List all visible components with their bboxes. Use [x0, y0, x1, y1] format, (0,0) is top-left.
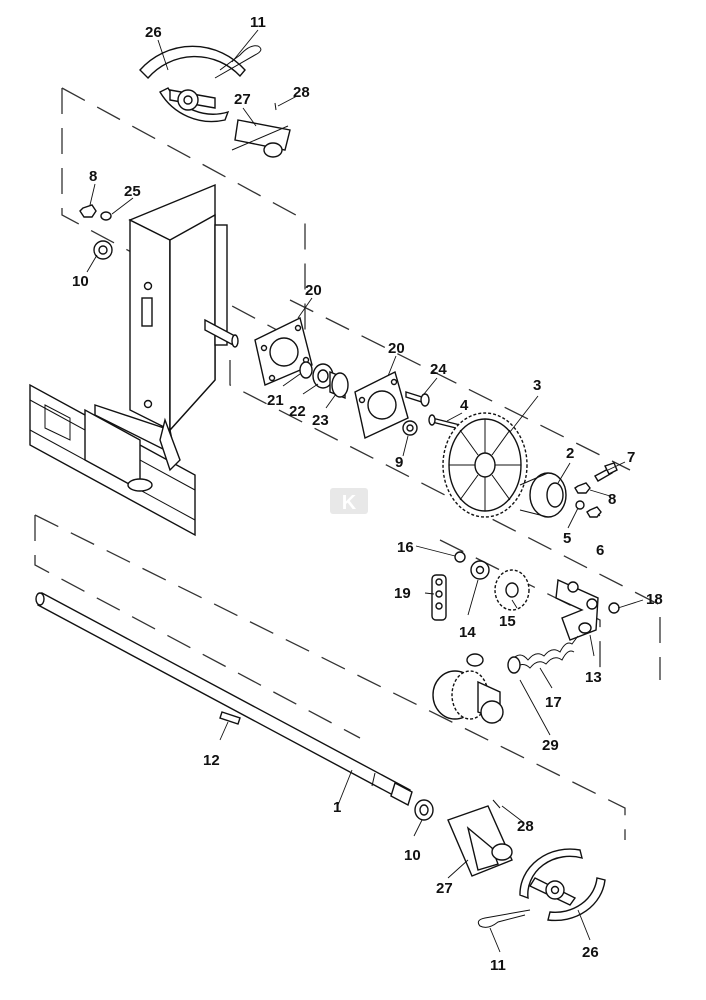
- nut-top: [79, 204, 97, 218]
- callout-20-left: 20: [305, 282, 322, 299]
- callout-1: 1: [333, 799, 341, 816]
- bolt-7: [594, 462, 618, 482]
- washer-9: [402, 420, 418, 436]
- agitator-bottom: [519, 848, 606, 922]
- callout-11-top: 11: [250, 14, 266, 31]
- callout-16: 16: [397, 539, 414, 556]
- upright-bracket: [94, 183, 228, 472]
- callout-9: 9: [395, 454, 403, 471]
- lockwasher-5: [575, 500, 585, 510]
- callout-15: 15: [499, 613, 516, 630]
- bolt-4: [428, 414, 461, 430]
- callout-27-bottom: 27: [436, 880, 453, 897]
- idler-arm-13: [555, 578, 599, 641]
- bushing-lower-27: [447, 805, 513, 877]
- callout-22: 22: [289, 403, 306, 420]
- cotter-pin-lower: [477, 909, 531, 928]
- collar-23: [329, 370, 349, 400]
- callout-8-right: 8: [608, 491, 616, 508]
- callout-12: 12: [203, 752, 220, 769]
- washer-16: [454, 551, 466, 563]
- washer-21: [299, 361, 313, 379]
- callout-29: 29: [542, 737, 559, 754]
- hub-2: [519, 472, 567, 518]
- callout-27-top: 27: [234, 91, 251, 108]
- agitator-top: [139, 45, 246, 123]
- bushing-top: [231, 119, 291, 158]
- alignment-lines: [34, 87, 661, 840]
- bolt-24: [405, 391, 430, 407]
- clutch-coupler: [432, 653, 504, 724]
- callout-25: 25: [124, 183, 141, 200]
- callout-3: 3: [533, 377, 541, 394]
- chain-19: [431, 574, 447, 621]
- sprocket-large: [442, 412, 528, 518]
- callout-13: 13: [585, 669, 602, 686]
- nut-8-right: [574, 482, 591, 494]
- washer-14: [470, 560, 490, 580]
- callout-14: 14: [459, 624, 476, 641]
- cotter-pin-top: [214, 45, 262, 79]
- washer-top: [100, 211, 112, 221]
- callout-17: 17: [545, 694, 562, 711]
- callout-10-top: 10: [72, 273, 89, 290]
- callout-23: 23: [312, 412, 329, 429]
- main-shaft: [35, 591, 413, 807]
- bushing-left: [93, 240, 113, 260]
- callout-28-bottom: 28: [517, 818, 534, 835]
- callout-24: 24: [430, 361, 447, 378]
- nut-6: [586, 506, 602, 518]
- callout-10-bottom: 10: [404, 847, 421, 864]
- watermark-logo: K: [330, 488, 368, 514]
- roll-pin-top: [274, 102, 277, 111]
- frame-beam: [29, 383, 196, 537]
- roll-pin-lower: [492, 799, 501, 809]
- callout-19: 19: [394, 585, 411, 602]
- svg-text:K: K: [342, 492, 357, 514]
- callout-labels: 1 2 3 4 5 6 7 8 8 9 10 10 11 11 12 13 14…: [72, 14, 663, 974]
- idler-sprocket-15: [494, 569, 530, 611]
- callout-8-top: 8: [89, 168, 97, 185]
- callout-2: 2: [566, 445, 574, 462]
- bearing-flange-right: [354, 370, 409, 440]
- spring-17: [507, 635, 579, 674]
- callout-20-right: 20: [388, 340, 405, 357]
- callout-28-top: 28: [293, 84, 310, 101]
- callout-18: 18: [646, 591, 663, 608]
- callout-5: 5: [563, 530, 571, 547]
- bushing-lower: [414, 799, 434, 821]
- callout-26-bottom: 26: [582, 944, 599, 961]
- washer-18: [608, 602, 620, 614]
- callout-7: 7: [627, 449, 635, 466]
- bearing-flange-left: [254, 316, 313, 386]
- callout-21: 21: [267, 392, 284, 409]
- leader-lines: [86, 29, 644, 953]
- key-12: [219, 711, 241, 725]
- callout-11-bottom: 11: [490, 957, 506, 974]
- callout-26-top: 26: [145, 24, 162, 41]
- callout-6: 6: [596, 542, 604, 559]
- stub-shaft-end: [231, 334, 239, 348]
- callout-4: 4: [460, 397, 469, 414]
